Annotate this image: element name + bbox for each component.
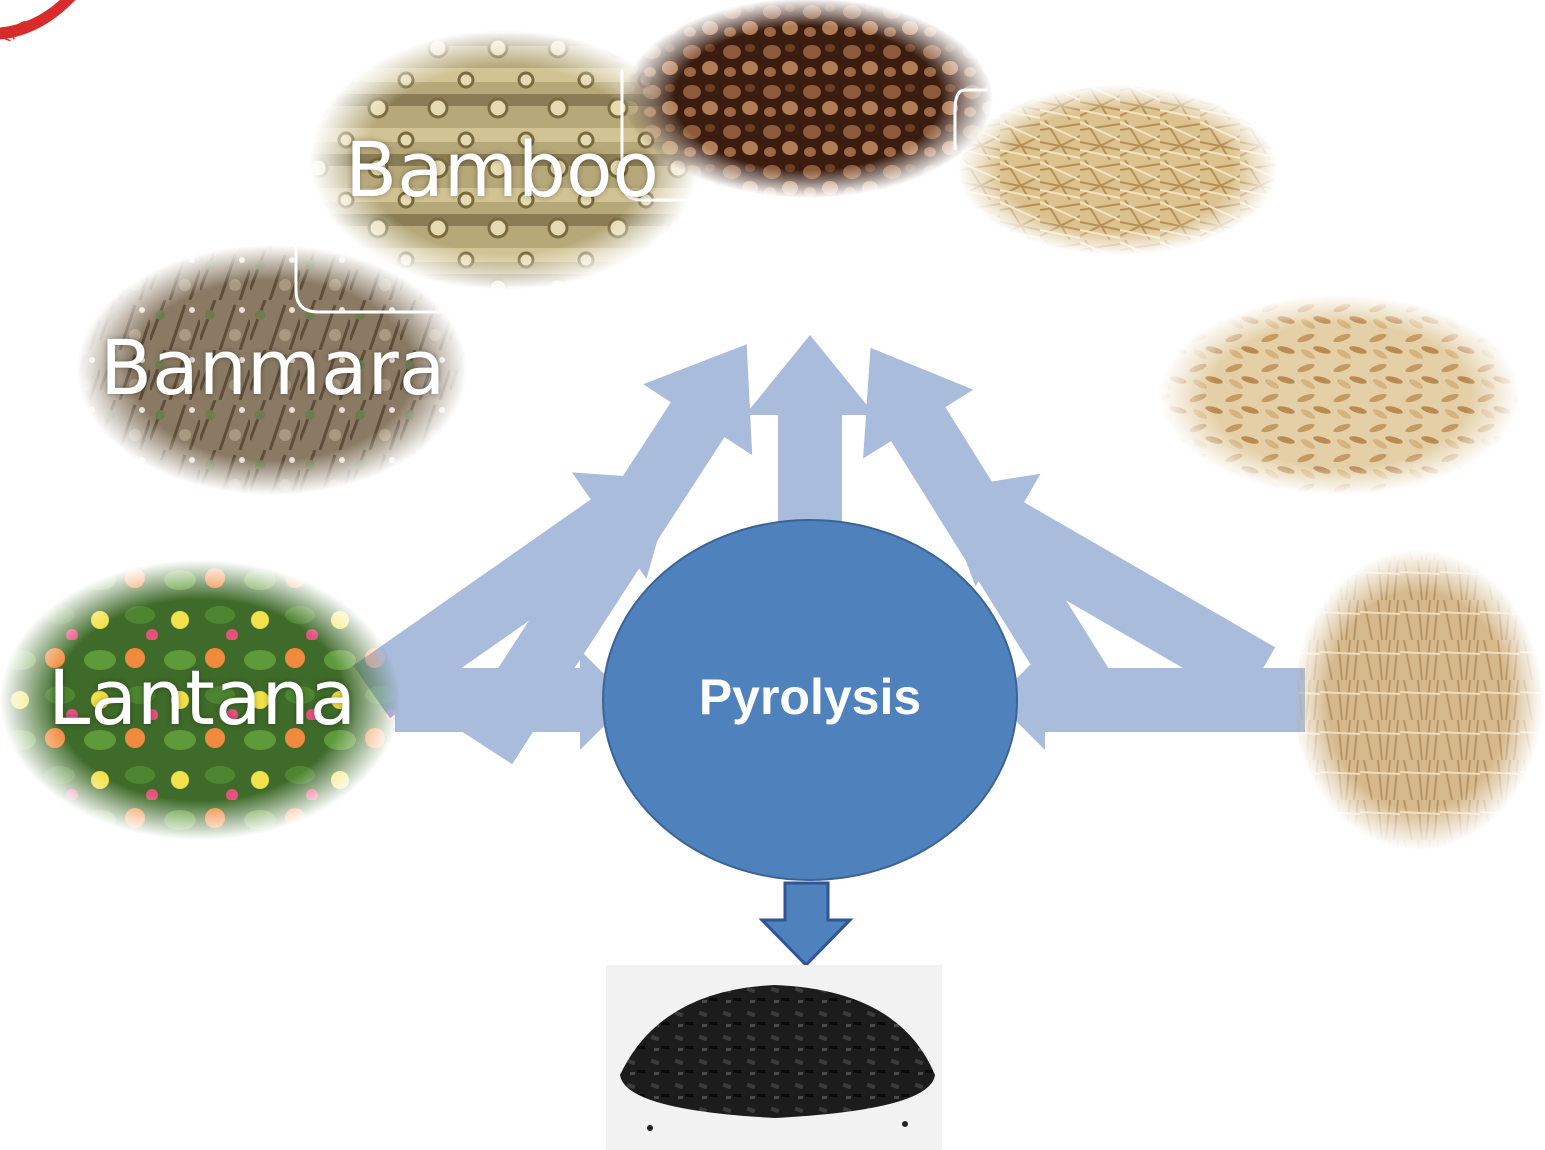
logo: राज: [0, 0, 76, 48]
arrow-from-stalks: [995, 650, 1305, 750]
logo-text: राज: [0, 14, 33, 48]
straw-photo: [950, 80, 1290, 260]
lantana-photo: [0, 555, 405, 845]
pyrolysis-node: [602, 519, 1018, 881]
arrow-from-husk: [938, 473, 1276, 703]
banmara-label: Banmara: [100, 323, 446, 412]
wood-chunks-photo: [615, 0, 1005, 205]
connector-brackets: [294, 70, 1220, 510]
banmara-photo: [70, 240, 480, 500]
bamboo-label: Bamboo: [345, 125, 659, 214]
arrow-from-lantana: [395, 650, 630, 750]
lantana-label: Lantana: [48, 653, 357, 742]
pyrolysis-label: Pyrolysis: [698, 669, 922, 725]
biochar-photo: [606, 965, 942, 1150]
output-arrow: [758, 881, 854, 968]
dry-stalks-photo: [1290, 545, 1545, 855]
rice-husk-photo: [1155, 290, 1525, 500]
arrow-from-banmara: [353, 472, 675, 719]
